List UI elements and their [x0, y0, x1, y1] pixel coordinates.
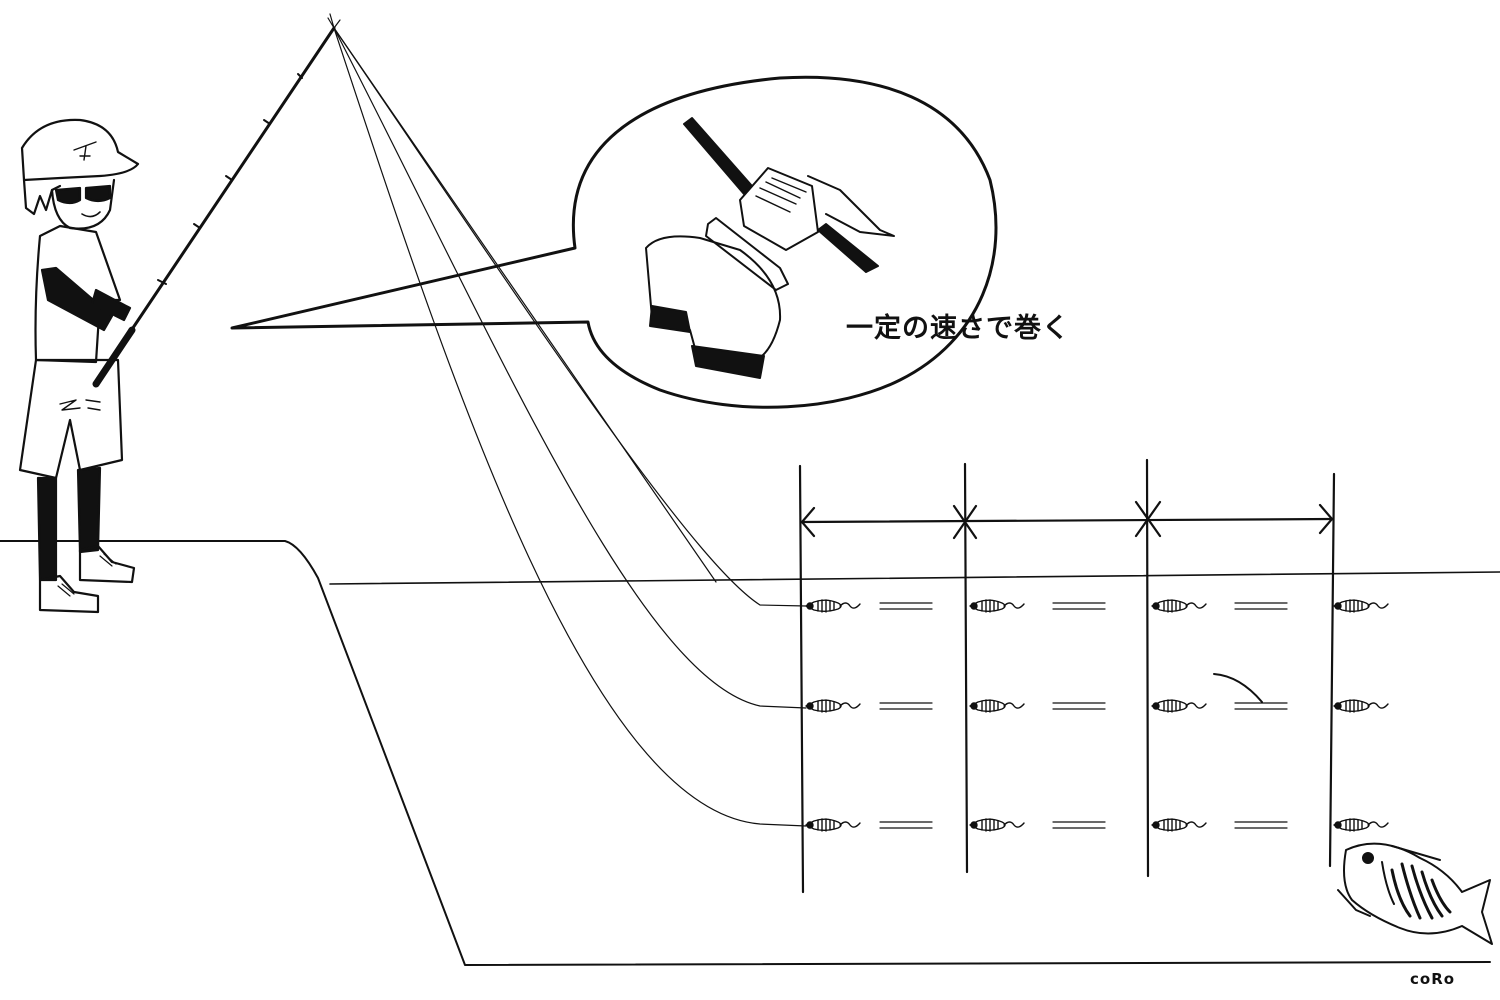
lure-icon [969, 599, 1025, 613]
fish-icon [1337, 842, 1493, 945]
fishing-lines [333, 27, 807, 827]
interval-arrows [800, 500, 1334, 540]
angler-figure [18, 118, 140, 614]
lure-icon [1151, 818, 1207, 832]
marker-line-2 [963, 462, 969, 874]
ripple-mark [1213, 673, 1263, 703]
lure-icon [805, 599, 861, 613]
fish-eye [1362, 852, 1374, 864]
lure-grid [805, 599, 1389, 832]
shoe-right [78, 544, 136, 584]
arm-sleeve [40, 266, 114, 332]
equal-marks [879, 602, 1288, 829]
glove-right [691, 345, 765, 379]
arrow-icon [1318, 503, 1334, 535]
cap-logo [73, 141, 97, 161]
arrow-icon [952, 504, 978, 540]
legs [36, 466, 102, 582]
marker-line-3 [1145, 458, 1150, 878]
lure-icon [1151, 599, 1207, 613]
shoe-laces [57, 553, 117, 597]
line-bottom [333, 27, 807, 827]
rod-guides [157, 73, 303, 285]
speech-bubble [230, 75, 998, 409]
signature-text: coRo [1410, 970, 1456, 988]
rod-tip-sparkle [327, 13, 341, 29]
arrow-shaft [800, 517, 1334, 524]
fish-fin-top [1391, 845, 1441, 861]
marker-line-1 [798, 464, 805, 894]
lure-icon [805, 818, 861, 832]
line-top [333, 27, 807, 607]
reel-handle [705, 217, 789, 291]
hand-upper [807, 175, 895, 237]
arm-front [90, 288, 132, 322]
line-extra [333, 27, 717, 583]
lure-icon [969, 699, 1025, 713]
fishing-rod [92, 13, 341, 388]
terrain [0, 540, 1500, 966]
line-middle [333, 27, 807, 709]
water-surface-line [329, 571, 1500, 585]
smile [81, 211, 101, 218]
lure-icon [805, 699, 861, 713]
marker-line-4 [1328, 472, 1336, 868]
arrow-icon [800, 506, 816, 538]
cap [20, 118, 140, 182]
fish-stripes [1390, 862, 1452, 920]
fish-body [1343, 842, 1493, 945]
reel-spool [755, 177, 807, 213]
lure-icon [1333, 699, 1389, 713]
shorts [18, 358, 124, 480]
bubble-outline [230, 75, 998, 409]
rod-shaft [96, 26, 336, 382]
arrow-icon [1134, 500, 1162, 538]
caption-text: 一定の速さで巻く [846, 313, 1070, 344]
fish-fin-bottom [1337, 889, 1371, 917]
shore-ground-line [0, 540, 1491, 966]
rod-grip [92, 326, 136, 388]
lure-icon [1151, 699, 1207, 713]
shoe-left [38, 574, 100, 614]
shorts-mark [59, 399, 101, 411]
lure-icon [1333, 599, 1389, 613]
sunglasses [54, 184, 112, 205]
reel-body [739, 167, 819, 251]
glove-left [649, 305, 691, 333]
fish-gill [1381, 861, 1395, 905]
lure-icon [969, 818, 1025, 832]
lure-icon [1333, 818, 1389, 832]
reel-rod-blank [683, 117, 879, 273]
reel-hands-icon [645, 117, 895, 379]
time-markers [798, 458, 1336, 894]
hand-lower [645, 235, 782, 361]
